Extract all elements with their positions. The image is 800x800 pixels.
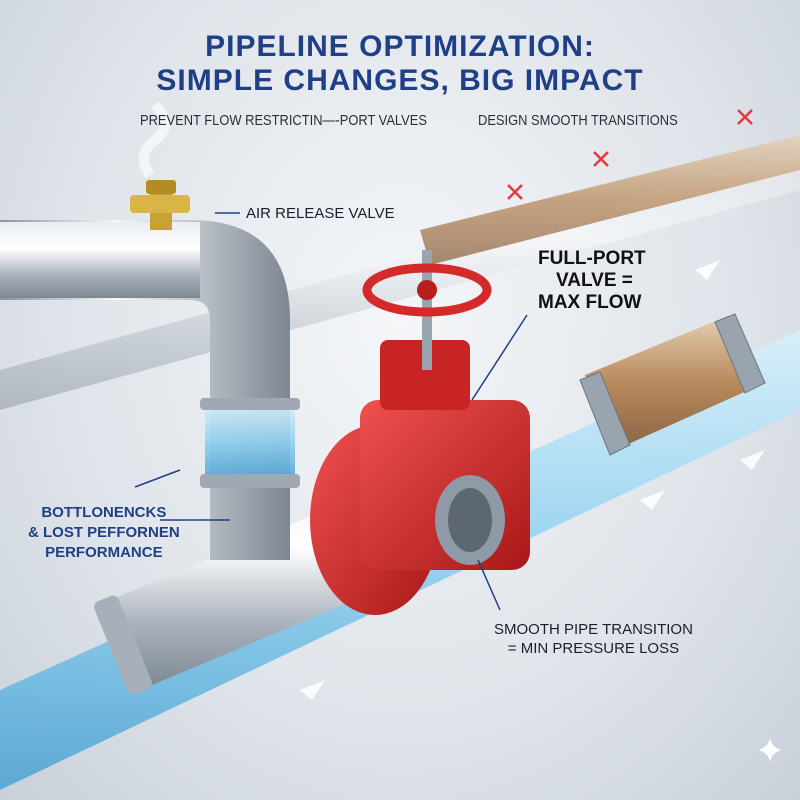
full-port-label: FULL-PORT VALVE = MAX FLOW [538, 248, 646, 314]
bottlenecks-label: BOTTLONENCKS & LOST PEFFORNEN PERFORMANC… [28, 503, 180, 563]
smooth-transition-label: SMOOTH PIPE TRANSITION = MIN PRESSURE LO… [494, 620, 693, 658]
water-sight-glass [205, 405, 295, 480]
subtitle-right: DESIGN SMOOTH TRANSITIONS [478, 112, 678, 129]
page-title: PIPELINE OPTIMIZATION: SIMPLE CHANGES, B… [0, 30, 800, 98]
sparkle-icon [758, 738, 782, 762]
air-release-label: AIR RELEASE VALVE [246, 204, 395, 223]
subtitle-left: PREVENT FLOW RESTRICTIN—-PORT VALVES [140, 112, 427, 129]
